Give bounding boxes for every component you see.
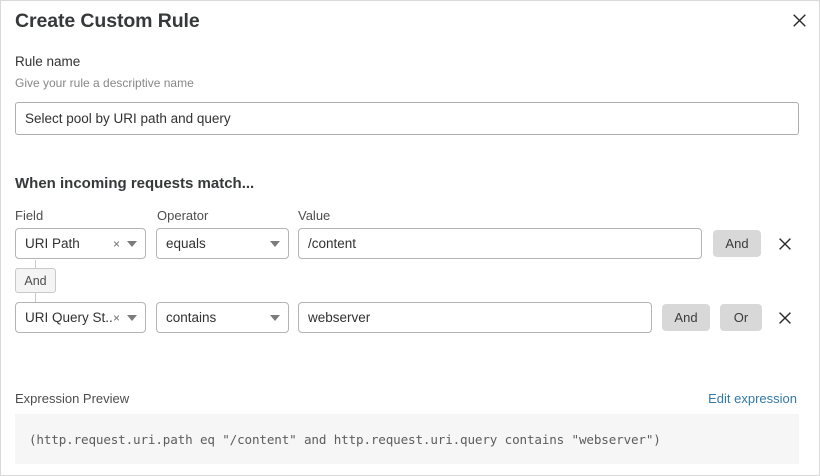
operator-select-row-2-value: contains — [166, 310, 217, 325]
chevron-down-icon — [270, 314, 280, 321]
rule-name-label: Rule name — [15, 54, 81, 69]
connector-line-bottom — [35, 293, 36, 302]
connector-line-top — [35, 260, 36, 269]
column-header-operator: Operator — [157, 208, 209, 223]
close-icon — [779, 312, 791, 324]
column-header-field: Field — [15, 208, 44, 223]
delete-row-1-button[interactable] — [775, 234, 795, 254]
edit-expression-link[interactable]: Edit expression — [708, 391, 797, 406]
field-select-row-1[interactable]: URI Path × — [15, 228, 146, 259]
and-button-row-1[interactable]: And — [713, 230, 761, 257]
field-select-row-1-value: URI Path — [25, 236, 80, 251]
clear-icon[interactable]: × — [112, 310, 120, 325]
delete-row-2-button[interactable] — [775, 308, 795, 328]
operator-select-row-2[interactable]: contains — [156, 302, 289, 333]
close-icon-glyph — [792, 13, 806, 27]
column-header-value: Value — [298, 208, 331, 223]
value-input-row-1[interactable] — [298, 228, 702, 259]
operator-select-row-1[interactable]: equals — [156, 228, 289, 259]
close-icon — [779, 238, 791, 250]
rule-name-sublabel: Give your rule a descriptive name — [15, 76, 194, 90]
and-button-row-2[interactable]: And — [662, 304, 710, 331]
clear-icon[interactable]: × — [112, 236, 120, 251]
field-select-row-2-value: URI Query St... — [25, 310, 113, 325]
value-input-row-2[interactable] — [298, 302, 652, 333]
dialog-title: Create Custom Rule — [15, 10, 200, 32]
expression-preview-label: Expression Preview — [15, 391, 130, 406]
chevron-down-icon — [127, 314, 137, 321]
expression-preview-text: (http.request.uri.path eq "/content" and… — [29, 431, 661, 447]
conditions-heading: When incoming requests match... — [15, 175, 255, 192]
group-connector-and-button[interactable]: And — [15, 268, 56, 293]
expression-preview-code-block: (http.request.uri.path eq "/content" and… — [15, 414, 799, 464]
chevron-down-icon — [127, 240, 137, 247]
field-select-row-2[interactable]: URI Query St... × — [15, 302, 146, 333]
chevron-down-icon — [270, 240, 280, 247]
or-button-row-2[interactable]: Or — [720, 304, 762, 331]
operator-select-row-1-value: equals — [166, 236, 206, 251]
rule-name-input[interactable] — [15, 102, 799, 135]
close-icon[interactable] — [787, 8, 811, 32]
